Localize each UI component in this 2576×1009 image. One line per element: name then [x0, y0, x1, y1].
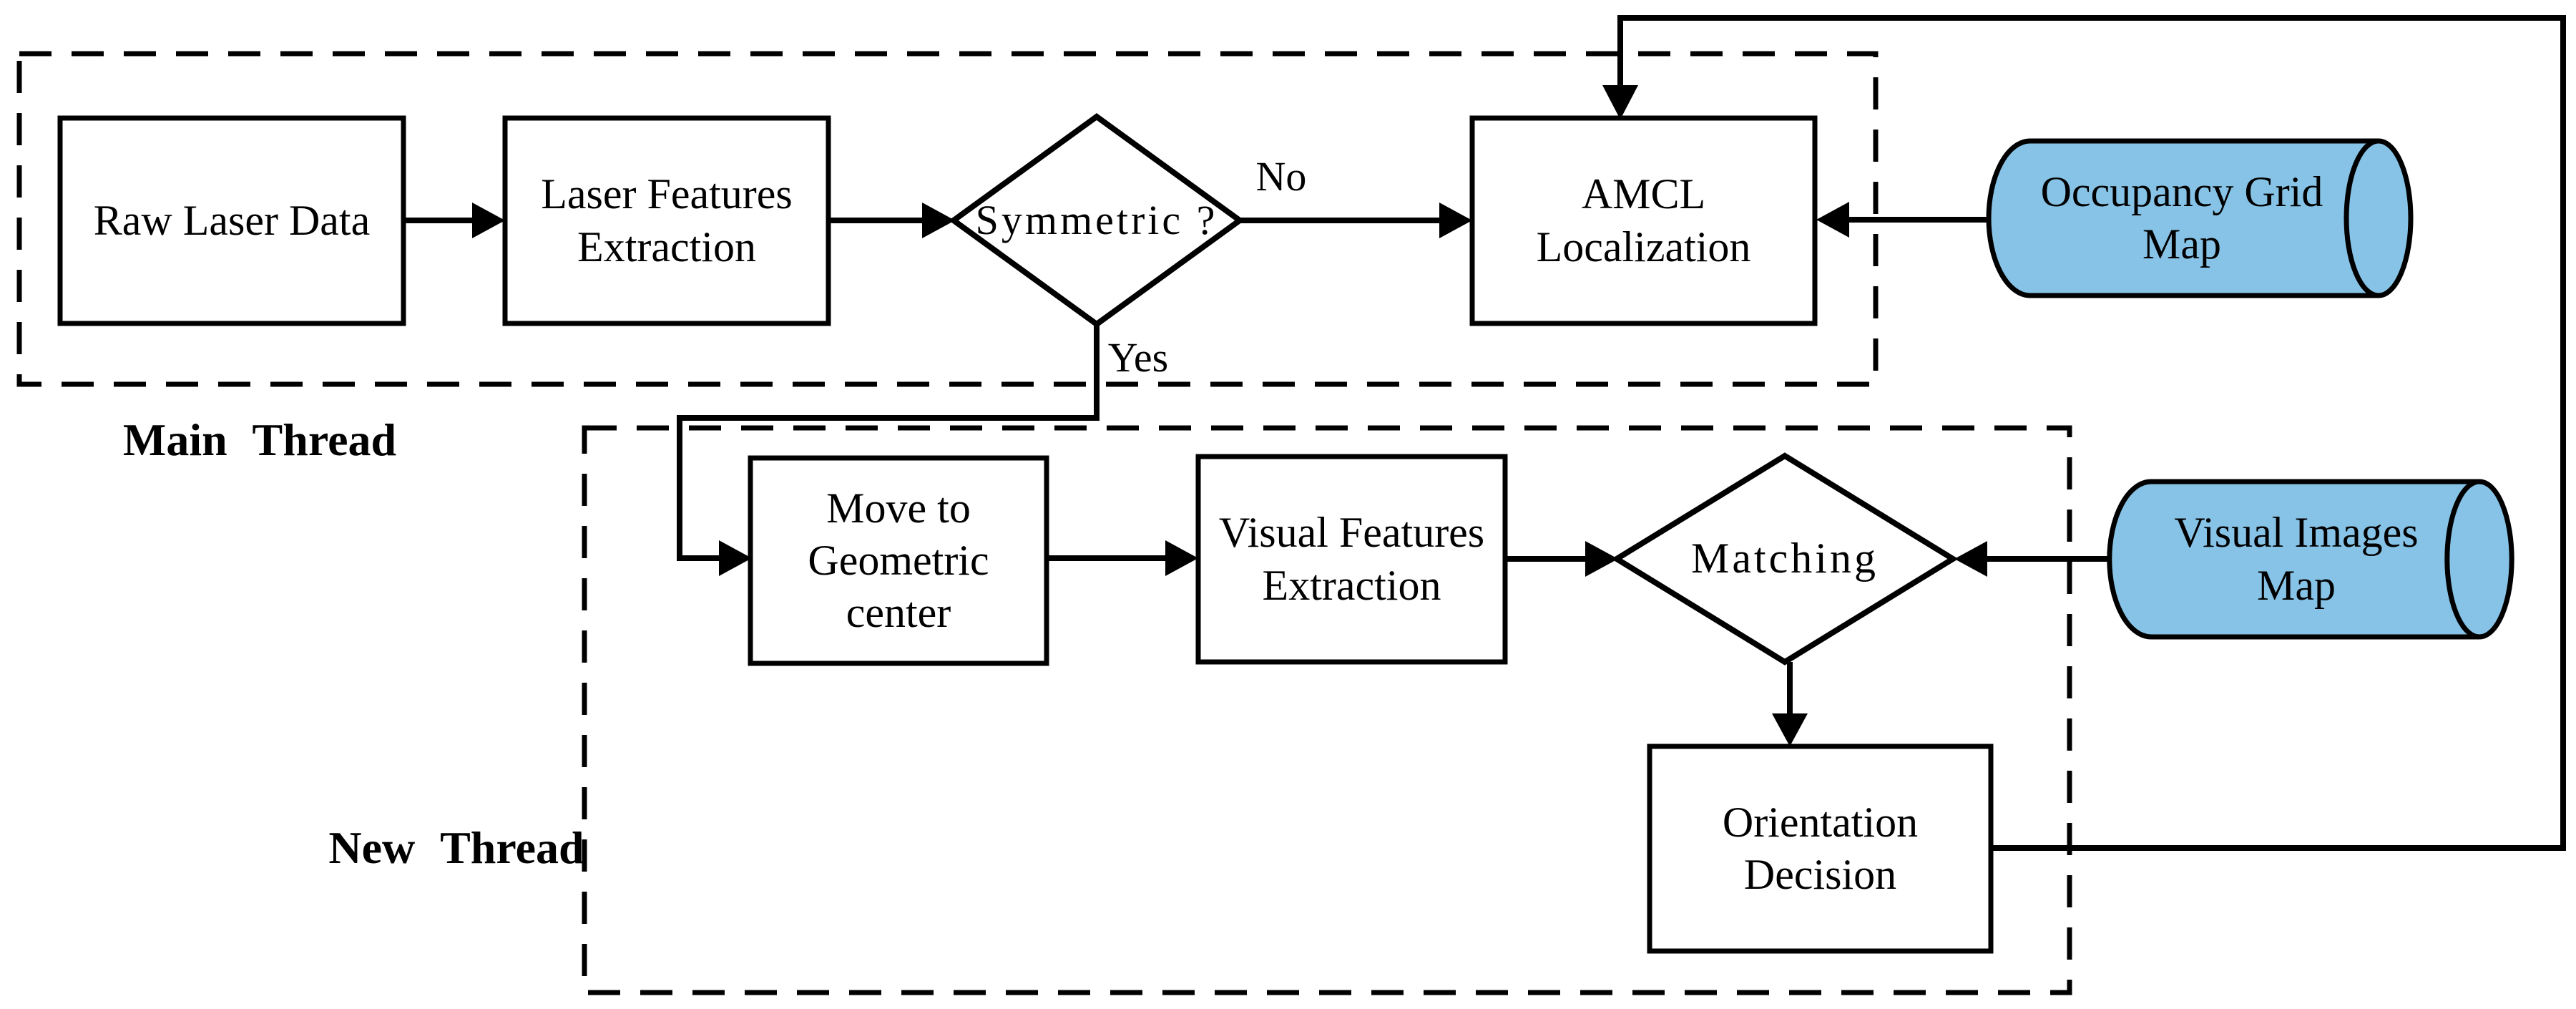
main-thread-label: Main Thread [122, 414, 397, 465]
arrowhead-laser-features-to-symmetric [922, 203, 955, 238]
amcl-localization-label: AMCL Localization [1536, 170, 1751, 270]
raw-laser-data-box [57, 115, 406, 326]
visual-features-extraction-label: Visual Features Extraction [1218, 509, 1485, 609]
new-thread-dashed-border [582, 425, 2072, 995]
arrowhead-raw-to-laser-features [472, 203, 505, 238]
matching-decision-diamond [1611, 452, 1959, 666]
raw-laser-data-label: Raw Laser Data [93, 196, 371, 244]
laser-features-extraction-label: Laser Features Extraction [541, 170, 793, 270]
visual-features-extraction-box [1195, 454, 1508, 665]
visual-images-map-label: Visual Images Map [2174, 509, 2419, 609]
arrowhead-visual-features-to-matching [1585, 541, 1618, 577]
occupancy-grid-map-label: Occupancy Grid Map [2040, 167, 2323, 268]
arrow-yes-to-move-center [677, 324, 1100, 561]
move-to-geometric-center-label: Move to Geometric center [808, 484, 989, 637]
orientation-decision-box [1647, 744, 1994, 954]
arrowhead-move-to-visual-features [1165, 540, 1198, 576]
feedback-loop-line [1617, 15, 2566, 851]
amcl-localization-box [1469, 115, 1818, 326]
arrowhead-no-to-amcl [1439, 203, 1472, 238]
edge-label-yes: Yes [1107, 333, 1169, 381]
new-thread-label: New Thread [328, 822, 584, 873]
edge-label-no: No [1255, 152, 1307, 200]
orientation-decision-label: Orientation Decision [1722, 798, 1919, 898]
visual-images-map-cylinder-cap [2444, 479, 2480, 640]
symmetric-decision-label: Symmetric ? [975, 196, 1218, 243]
feedback-arrowhead-into-amcl [1602, 85, 1638, 120]
occupancy-grid-map-cylinder-cap [2344, 138, 2379, 298]
arrowhead-yes-to-move-center [719, 540, 752, 576]
move-to-geometric-center-box [748, 455, 1049, 666]
laser-features-extraction-box [502, 115, 831, 326]
symmetric-decision-diamond [949, 113, 1245, 328]
arrowhead-visual-map-to-matching [1954, 541, 1987, 577]
arrowhead-matching-to-orientation [1772, 713, 1808, 746]
matching-decision-label: Matching [1691, 535, 1879, 583]
main-thread-dashed-border [16, 51, 1879, 387]
arrowhead-occupancy-map-to-amcl [1816, 202, 1849, 238]
